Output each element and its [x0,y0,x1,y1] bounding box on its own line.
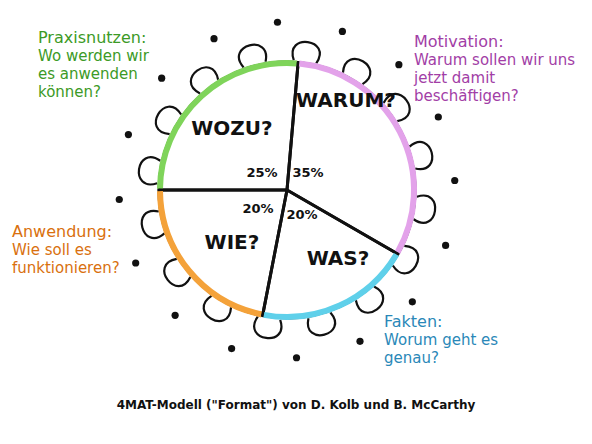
dot [116,196,123,203]
dot [125,131,132,138]
percentage: 25% [246,165,277,180]
dot [451,177,458,184]
percentage: 20% [286,207,317,222]
sector-outline [263,190,398,318]
annotation-heading: Praxisnutzen: [38,28,168,47]
petal [414,196,435,223]
annotation-heading: Motivation: [414,32,586,51]
annotation: Motivation:Warum sollen wir uns jetzt da… [414,32,586,105]
annotation-text: Warum sollen wir uns jetzt damit beschäf… [414,51,586,105]
dot [132,259,139,266]
dot [409,298,416,305]
petal [293,42,320,63]
annotation-heading: Anwendung: [12,222,137,241]
dot [356,338,363,345]
dot [274,19,281,26]
sector-title: WOZU? [191,116,272,140]
pie-sector: WAS? 20% [147,50,427,330]
dot [395,61,402,68]
annotation-text: Wie soll es funktionieren? [12,241,137,277]
dot [228,345,235,352]
dot [339,28,346,35]
sector-outline [159,190,287,316]
sector-shape [147,50,427,330]
dot [293,354,300,361]
dot [435,113,442,120]
dot [210,35,217,42]
caption: 4MAT-Modell ("Format") von D. Kolb und B… [0,398,592,412]
dot [442,242,449,249]
dot [172,312,179,319]
annotation: Praxisnutzen:Wo werden wir es anwenden k… [38,28,168,101]
sector-title: WIE? [205,230,260,254]
annotation: Anwendung:Wie soll es funktionieren? [12,222,137,277]
sector-rim [160,63,297,189]
annotation: Fakten:Worum geht es genau? [384,312,504,367]
percentage: 20% [242,201,273,216]
dot [158,75,165,82]
sector-outline [159,62,298,190]
sector-title: WARUM? [296,88,396,112]
percentage: 35% [292,165,323,180]
petal [139,157,160,184]
annotation-text: Wo werden wir es anwenden können? [38,47,168,101]
sector-title: WAS? [307,246,370,270]
petal [254,317,281,338]
annotation-heading: Fakten: [384,312,504,331]
annotation-text: Worum geht es genau? [384,331,504,367]
